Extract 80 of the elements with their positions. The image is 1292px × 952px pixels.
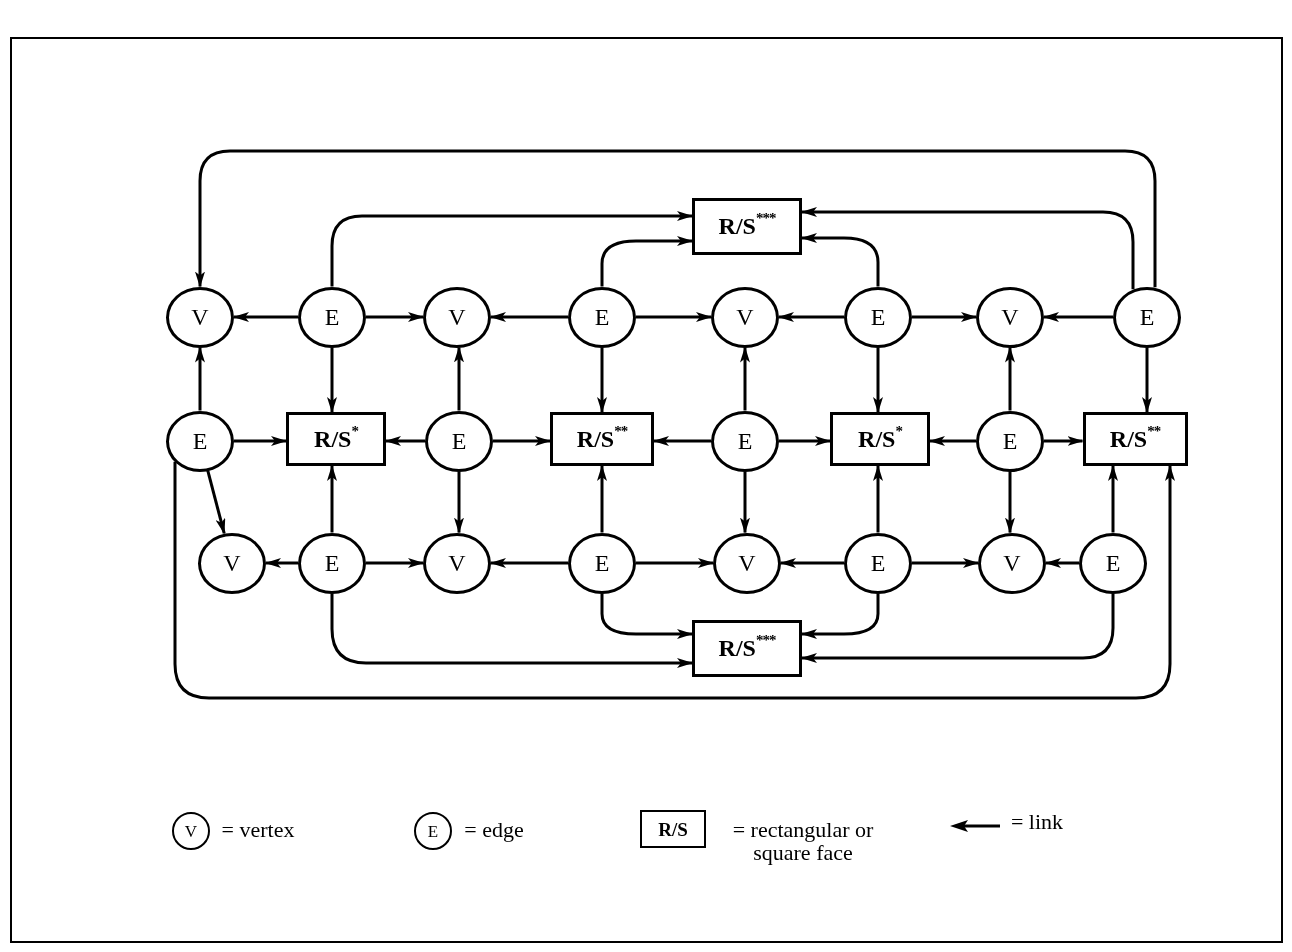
arrow — [779, 436, 831, 446]
arrow — [653, 436, 711, 446]
arrow — [234, 436, 287, 446]
ellipse-node: E — [1113, 286, 1181, 348]
ellipse-node: V — [166, 286, 234, 348]
arrow — [778, 312, 844, 322]
arrow — [801, 593, 1115, 663]
arrow — [740, 346, 750, 411]
arrow — [173, 461, 1175, 700]
legend-text: = rectangular or square face — [731, 818, 875, 865]
arrow — [366, 312, 424, 322]
rect-node: R/S$^{***}$ — [692, 197, 802, 255]
ellipse-node: E — [1079, 532, 1147, 594]
arrow — [801, 593, 880, 639]
ellipse-node: V — [423, 532, 491, 594]
ellipse-node: V — [198, 532, 266, 594]
arrow — [330, 593, 693, 668]
ellipse-node: E — [711, 410, 779, 472]
legend-text: = link — [1009, 810, 1065, 834]
ellipse-node: E — [425, 410, 493, 472]
ellipse-node: V — [711, 286, 779, 348]
ellipse-node: E — [568, 286, 636, 348]
arrow — [1108, 465, 1118, 533]
arrow — [327, 347, 337, 413]
arrow — [195, 346, 205, 411]
arrow — [233, 312, 298, 322]
rect-node: R/S$^{**}$ — [1082, 412, 1188, 466]
arrow — [1005, 471, 1015, 534]
arrow — [195, 149, 1157, 288]
arrow — [929, 436, 976, 446]
legend-text: = vertex — [220, 818, 296, 842]
ellipse-node: V — [978, 532, 1046, 594]
ellipse-node: E — [298, 286, 366, 348]
legend-text: = edge — [463, 818, 525, 842]
ellipse-node: E — [976, 410, 1044, 472]
rect-node: R/S$^{**}$ — [550, 412, 654, 466]
arrow — [873, 347, 883, 413]
arrow — [912, 312, 977, 322]
ellipse-node: E — [844, 286, 912, 348]
arrow — [330, 211, 693, 287]
legend-symbol-letter: V — [184, 822, 198, 840]
ellipse-node: V — [423, 286, 491, 348]
arrow — [490, 312, 568, 322]
ellipse-node: V — [713, 532, 781, 594]
arrow — [1043, 312, 1113, 322]
arrow — [1005, 346, 1015, 411]
legend-symbol-letter: E — [427, 822, 439, 840]
arrow — [454, 471, 464, 534]
arrow — [597, 347, 607, 413]
arrow — [206, 470, 226, 535]
ellipse-node: E — [166, 410, 234, 472]
arrow — [801, 207, 1135, 290]
arrow — [740, 471, 750, 534]
arrow — [636, 312, 712, 322]
arrow — [600, 593, 693, 639]
arrow — [1142, 347, 1152, 413]
arrow — [265, 558, 298, 568]
rect-node: R/S$^{***}$ — [692, 619, 802, 677]
arrow — [385, 436, 425, 446]
rect-node: R/S$^{*}$ — [286, 412, 386, 466]
arrow — [873, 465, 883, 533]
arrow — [600, 236, 693, 287]
ellipse-node: E — [298, 532, 366, 594]
arrow — [366, 558, 424, 568]
arrow — [801, 233, 880, 287]
arrow — [327, 465, 337, 533]
arrow — [454, 346, 464, 411]
rect-node: R/S$^{*}$ — [830, 412, 930, 466]
arrow — [636, 558, 714, 568]
arrow — [493, 436, 551, 446]
arrow — [780, 558, 844, 568]
arrow — [912, 558, 979, 568]
ellipse-node: E — [844, 532, 912, 594]
ellipse-node: V — [976, 286, 1044, 348]
ellipse-node: E — [568, 532, 636, 594]
legend-symbol-letter: R/S — [658, 819, 688, 839]
arrow — [1044, 436, 1084, 446]
arrow — [490, 558, 568, 568]
arrow — [597, 465, 607, 533]
arrow — [1045, 558, 1079, 568]
